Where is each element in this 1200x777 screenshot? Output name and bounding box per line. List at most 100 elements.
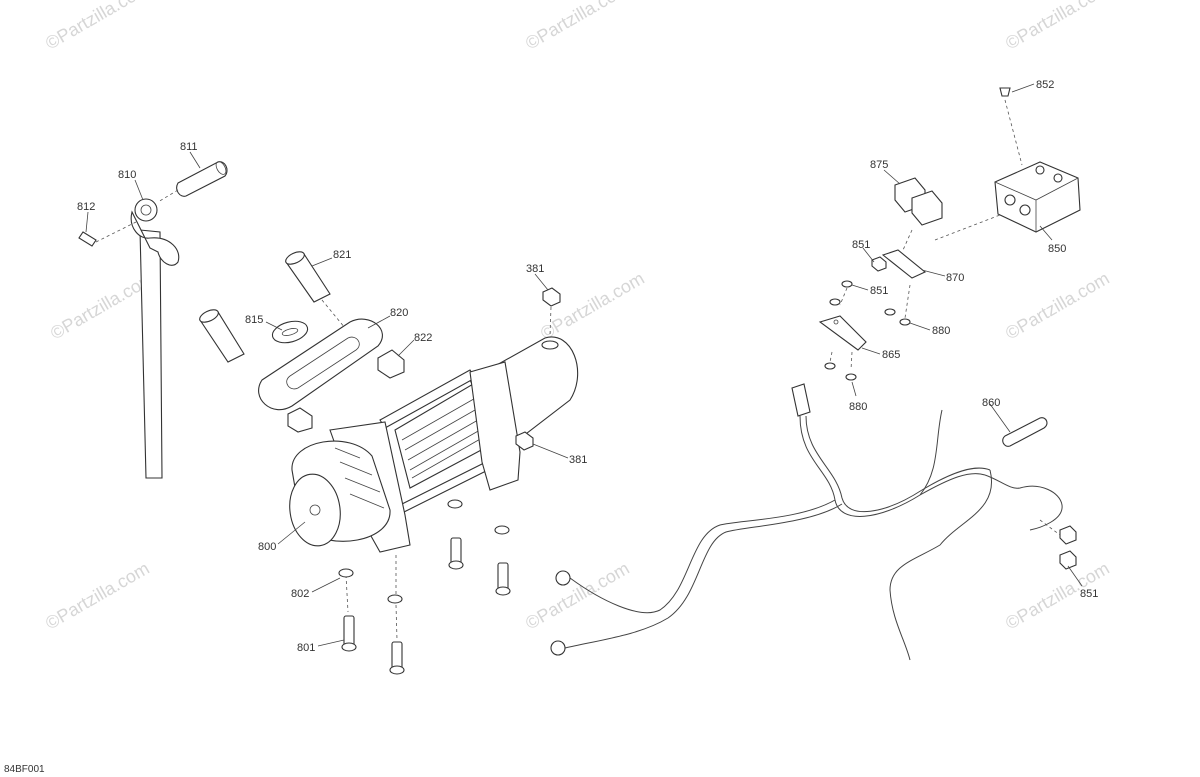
callout-811: 811 [180, 141, 198, 153]
dash-center-bolt [395, 555, 398, 641]
connector-plug [791, 383, 811, 417]
callout-820: 820 [390, 307, 408, 319]
washer-865 [829, 298, 841, 306]
callout-810: 810 [118, 169, 136, 181]
fairlead-slot [286, 336, 360, 390]
leader-865 [861, 347, 881, 355]
harness-main-2 [805, 415, 991, 513]
bolt-815-head [199, 309, 219, 323]
strap-handle-811 [176, 161, 228, 197]
gear-cap [289, 473, 341, 547]
screw-852 [999, 87, 1011, 97]
watermark: ©Partzilla.com [42, 558, 153, 633]
bracket-865 [818, 315, 867, 351]
callout-851-c: 851 [1080, 588, 1098, 600]
relay-875-b [911, 190, 943, 226]
watermark: ©Partzilla.com [42, 0, 153, 53]
handle-end [215, 161, 227, 175]
bolt-right-2-head [495, 586, 511, 596]
contactor-post-2 [1019, 204, 1031, 216]
control-assembly [818, 87, 1081, 381]
callout-381-bottom: 381 [569, 454, 587, 466]
watermark: ©Partzilla.com [1002, 268, 1113, 343]
bolt-821-head [285, 251, 305, 265]
dash-850 [934, 214, 1001, 241]
callout-815: 815 [245, 314, 263, 326]
leader-811 [189, 151, 201, 169]
harness-main-1 [799, 415, 986, 517]
winch-strap [139, 229, 163, 479]
ring-terminal-2 [550, 640, 566, 656]
leader-875 [883, 169, 901, 185]
callout-802: 802 [291, 588, 309, 600]
leader-800 [277, 521, 306, 545]
callout-821: 821 [333, 249, 351, 261]
washer-center [387, 594, 403, 604]
dash-802 [345, 574, 349, 613]
washer-880-a [899, 318, 911, 326]
hook-strap-assembly [78, 161, 228, 479]
washer-802 [338, 568, 354, 578]
watermark: ©Partzilla.com [1002, 0, 1113, 53]
callout-880-b: 880 [849, 401, 867, 413]
winch-hook [130, 210, 180, 266]
harness-branch-3 [919, 409, 943, 496]
dash-851-c [1039, 519, 1061, 536]
bracket-865-hole [833, 319, 839, 325]
leader-381a [534, 273, 549, 291]
ring-terminal-1 [555, 570, 571, 586]
contactor-post-4 [1053, 173, 1063, 183]
harness-branch-4 [984, 474, 1063, 531]
nut-851-a [871, 256, 887, 272]
nut-822 [377, 349, 405, 379]
nut-851-b [841, 280, 853, 288]
washer-880-a0 [884, 308, 896, 316]
leader-802 [311, 577, 341, 593]
leader-851c [1067, 565, 1083, 587]
bolt-801-head [341, 642, 357, 652]
washer-right-1 [447, 499, 463, 509]
dash-852 [1004, 99, 1023, 166]
watermark: ©Partzilla.com [522, 558, 633, 633]
leader-850 [1039, 225, 1053, 241]
nut-865 [824, 362, 836, 370]
callout-812: 812 [77, 201, 95, 213]
callout-801: 801 [297, 642, 315, 654]
callout-852: 852 [1036, 79, 1054, 91]
dash-811 [157, 189, 179, 203]
callout-875: 875 [870, 159, 888, 171]
washer-880-b [845, 373, 857, 381]
callout-381-top: 381 [526, 263, 544, 275]
hook-pin-812 [78, 231, 97, 247]
nut-381-top [542, 287, 561, 307]
watermark: ©Partzilla.com [537, 268, 648, 343]
leader-810 [134, 179, 144, 201]
callout-822: 822 [414, 332, 432, 344]
nut-851-c [1059, 525, 1077, 545]
drum-cable-lines [401, 391, 497, 479]
leader-381b [532, 443, 569, 459]
bracket-870 [881, 249, 927, 279]
nut-381-bottom [515, 431, 534, 451]
callout-labels: 811 810 812 821 815 820 822 381 381 800 … [77, 79, 1098, 654]
leader-821 [311, 257, 333, 267]
dash-381-top [549, 306, 552, 336]
leader-801 [317, 639, 345, 647]
harness-branch-1 [569, 499, 836, 614]
leader-851a [862, 247, 875, 263]
leader-870 [921, 269, 946, 277]
dash-821 [321, 299, 346, 329]
gear-cap-center [309, 504, 321, 516]
spacer-slot [281, 328, 299, 336]
callout-851-b: 851 [870, 285, 888, 297]
watermark: ©Partzilla.com [522, 0, 633, 53]
leader-880b [851, 381, 857, 397]
dash-851-b [839, 287, 848, 306]
callout-851-a: 851 [852, 239, 870, 251]
dash-865 [829, 351, 853, 371]
hook-pulley [134, 198, 158, 222]
contactor-edges [994, 177, 1079, 232]
leader-815 [265, 321, 283, 331]
